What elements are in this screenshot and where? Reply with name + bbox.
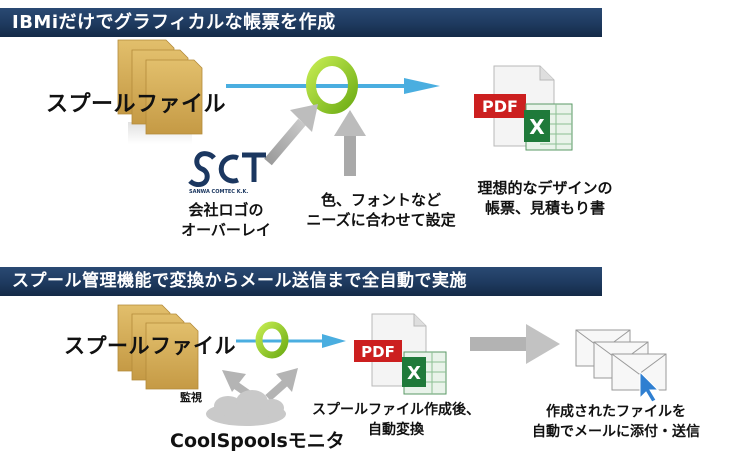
processing-ring-1 [306, 56, 358, 114]
logo-caption-line-2: オーバーレイ [181, 221, 271, 239]
monitor-label: 監視 [180, 391, 202, 404]
auto-convert-caption: スプールファイル作成後、 自動変換 [312, 400, 480, 440]
auto-mail-caption: 作成されたファイルを 自動でメールに添付・送信 [518, 402, 714, 442]
mail-caption-line-2: 自動でメールに添付・送信 [532, 424, 700, 440]
mail-caption-line-1: 作成されたファイルを [546, 404, 686, 420]
result-caption-line-2: 帳票、見積もり書 [484, 199, 605, 217]
svg-text:X: X [407, 363, 421, 384]
sct-logo [188, 151, 266, 187]
flow-arrow-2 [236, 334, 346, 348]
pdf-excel-icon-1: PDF X [474, 65, 573, 151]
result-caption-line-1: 理想的なデザインの [477, 179, 613, 197]
pdf-label-2: PDF [361, 343, 395, 361]
svg-text:X: X [529, 115, 545, 139]
processing-ring-2 [255, 321, 289, 359]
section2-heading: スプール管理機能で変換からメール送信まで全自動で実施 [0, 267, 602, 296]
style-caption-line-2: ニーズに合わせて設定 [306, 211, 456, 229]
cloud-icon [206, 390, 286, 426]
spool-file-label-2: スプールファイル [64, 334, 236, 358]
result-caption: 理想的なデザインの 帳票、見積もり書 [470, 178, 620, 218]
convert-caption-line-2: 自動変換 [368, 422, 424, 438]
spool-file-stack-2 [117, 304, 199, 390]
section1-heading: IBMiだけでグラフィカルな帳票を作成 [0, 8, 602, 37]
logo-subtext: SANWA COMTEC K.K. [189, 189, 248, 195]
pdf-label-1: PDF [482, 97, 518, 116]
pdf-excel-icon-2: PDF X [354, 313, 447, 395]
flow-arrow-1 [226, 78, 440, 94]
logo-caption-line-1: 会社ロゴの [188, 201, 264, 219]
overlay-arrow [264, 104, 318, 166]
mail-icon [575, 329, 667, 403]
logo-overlay-caption: 会社ロゴの オーバーレイ [166, 200, 286, 240]
style-arrow [334, 110, 366, 176]
coolspools-monitor-label: CoolSpoolsモニタ [170, 430, 345, 452]
spool-file-stack-1 [117, 39, 203, 144]
spool-file-label-1: スプールファイル [46, 92, 227, 117]
style-settings-caption: 色、フォントなど ニーズに合わせて設定 [296, 190, 466, 230]
send-arrow [470, 324, 560, 364]
convert-caption-line-1: スプールファイル作成後、 [312, 402, 480, 418]
style-caption-line-1: 色、フォントなど [320, 191, 441, 209]
